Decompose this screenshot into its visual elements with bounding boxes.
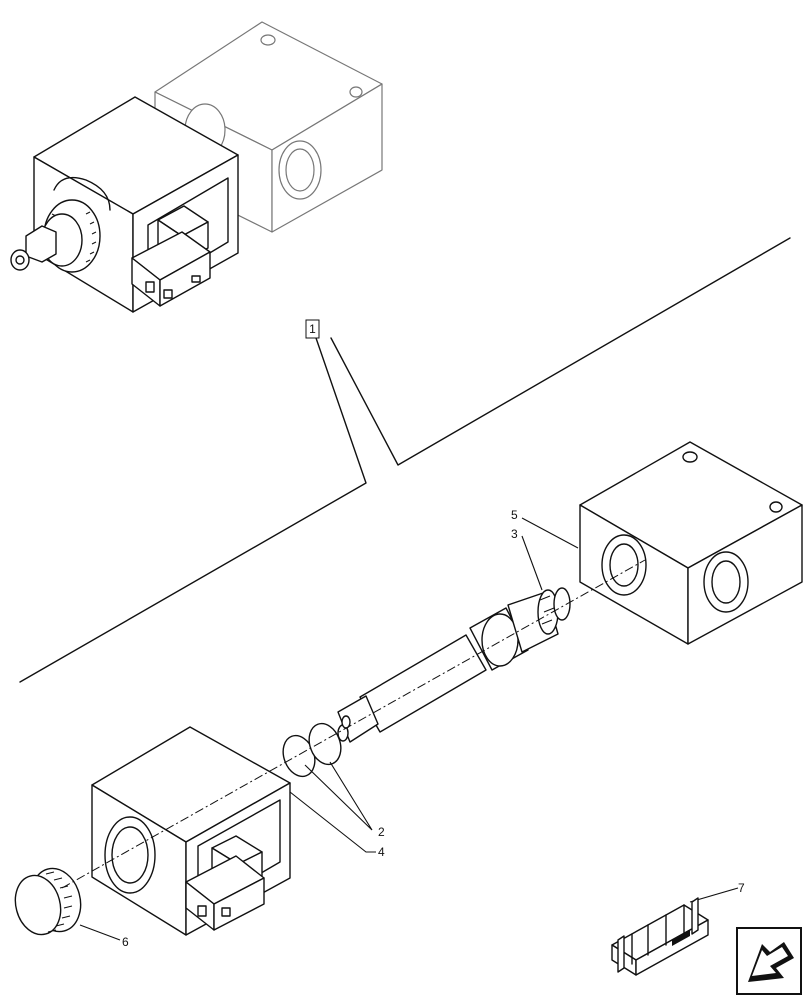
callout-6: 6 — [122, 935, 129, 949]
assembly-axis-line — [61, 559, 646, 889]
view-break-lines — [19, 237, 791, 683]
wooden-crate-kit-icon — [611, 897, 709, 976]
assembled-connector — [131, 205, 211, 307]
callout-1: 1 — [309, 322, 316, 336]
arrow-down-left-icon[interactable] — [736, 927, 802, 995]
exploded-valve-block — [579, 441, 803, 645]
leader-lines — [79, 517, 739, 941]
exploded-solenoid-coil — [91, 726, 291, 936]
callout-7: 7 — [738, 881, 745, 895]
callout-5: 5 — [511, 508, 518, 522]
callout-3: 3 — [511, 527, 518, 541]
knurled-coil-nut — [14, 867, 82, 936]
cartridge-valve — [337, 587, 571, 743]
callout-4: 4 — [378, 845, 385, 859]
callout-1-box: 1 — [305, 319, 320, 339]
assembled-coil-nut — [10, 199, 101, 273]
assembled-valve-view — [10, 21, 383, 313]
callout-2: 2 — [378, 825, 385, 839]
